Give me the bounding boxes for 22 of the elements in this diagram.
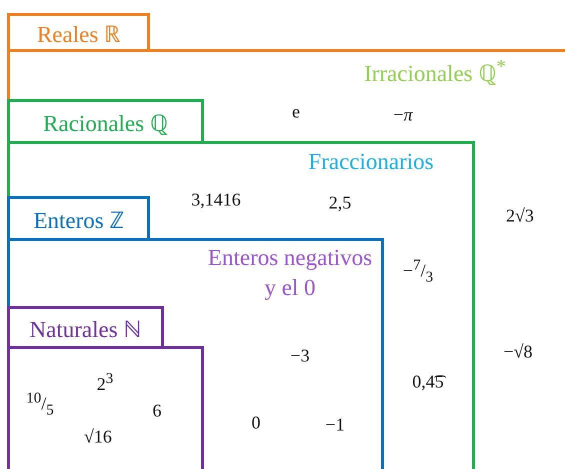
- subset-label: Fraccionarios: [307, 148, 435, 176]
- number-label: √16: [84, 426, 112, 448]
- number-label: e: [292, 102, 300, 122]
- set-label: Reales ℝ: [7, 13, 150, 49]
- number-label: −$^{7}$/$_{3}$: [402, 258, 434, 286]
- number-label: 2$^{3}$: [96, 371, 114, 395]
- number-label: 3,1416: [191, 190, 241, 210]
- number-label: 2√3: [506, 206, 534, 226]
- subset-label: Irracionales ℚ$^{*}$: [363, 55, 507, 88]
- number-label: $^{10}$/$_{5}$: [26, 390, 54, 420]
- number-label: −3: [290, 346, 310, 366]
- number-label: −√8: [503, 342, 533, 362]
- subset-label: Enteros negativos y el 0: [206, 244, 374, 302]
- set-label: Naturales ℕ: [7, 306, 164, 346]
- number-label: −1: [325, 414, 345, 436]
- number-label: 2,5: [328, 192, 352, 214]
- number-label: 0: [252, 412, 260, 434]
- number-label: 6: [152, 400, 162, 422]
- number-label: 0,4͡5: [412, 372, 444, 392]
- number-label: −π: [393, 104, 413, 126]
- set-label: Racionales ℚ: [7, 99, 204, 141]
- set-label: Enteros ℤ: [7, 196, 150, 238]
